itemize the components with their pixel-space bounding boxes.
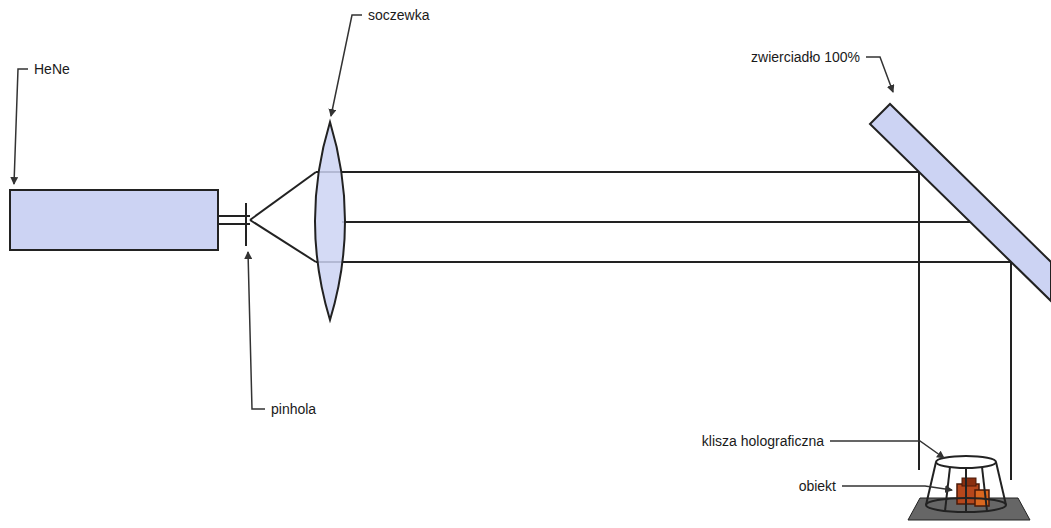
lens-label: soczewka <box>366 7 431 23</box>
plate-label: klisza holograficzna <box>700 433 826 449</box>
leader-line <box>14 15 952 490</box>
holographic-plate <box>926 456 1006 512</box>
laser-tube <box>10 190 218 250</box>
mirror-label: zwierciadło 100% <box>749 49 862 65</box>
collimated-beam <box>316 172 1011 480</box>
mirror <box>870 104 1051 301</box>
laser-label: HeNe <box>32 61 72 77</box>
object-label: obiekt <box>797 478 838 494</box>
diverging-beam <box>250 172 316 262</box>
lens <box>315 122 345 320</box>
pinhole <box>245 203 247 246</box>
pinhole-label: pinhola <box>269 401 318 417</box>
